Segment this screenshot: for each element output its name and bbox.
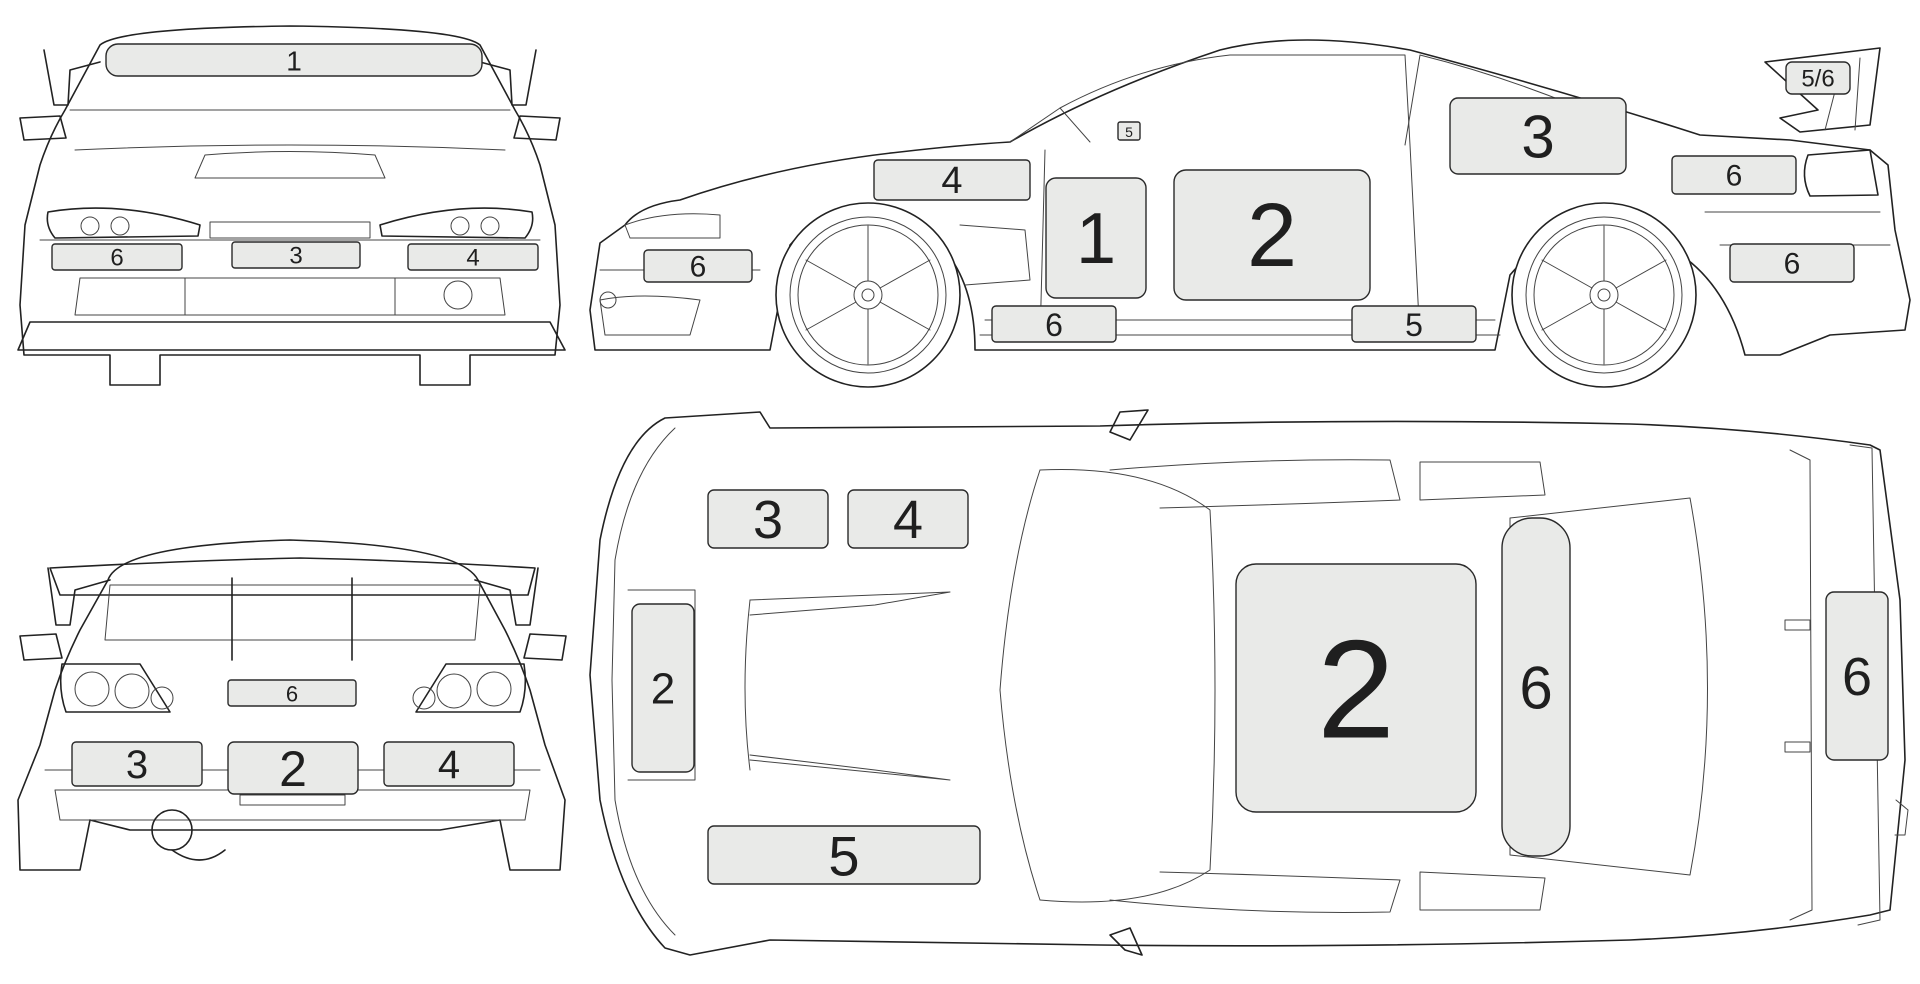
top-zone-5: 6 <box>1501 517 1571 857</box>
zone-box <box>1045 177 1147 299</box>
side-zone-7: 6 <box>1729 243 1855 283</box>
zone-box <box>707 825 981 885</box>
zone-box <box>1449 97 1627 175</box>
zone-label: 1 <box>286 46 302 77</box>
zone-label: 5/6 <box>1801 66 1834 93</box>
rear-zone-0: 6 <box>227 679 357 707</box>
zone-label: 2 <box>651 665 675 714</box>
top-zones: 3 4 2 5 2 6 6 <box>631 489 1889 888</box>
zone-box <box>227 679 357 707</box>
top-zone-1: 4 <box>847 489 969 550</box>
rear-zone-3: 4 <box>383 741 515 787</box>
zone-box <box>1351 305 1477 343</box>
zone-label: 3 <box>126 743 148 787</box>
zone-box <box>631 603 695 773</box>
zone-box <box>383 741 515 787</box>
zone-label: 6 <box>110 245 123 272</box>
zone-box <box>1501 517 1571 857</box>
zone-box <box>847 489 969 549</box>
top-zone-2: 2 <box>631 603 695 773</box>
zone-box <box>1671 155 1797 195</box>
side-view <box>589 39 1911 388</box>
side-zone-6: 6 <box>1671 155 1797 195</box>
zone-label: 6 <box>286 682 298 707</box>
zone-label: 6 <box>1784 248 1801 281</box>
front-wheel <box>775 202 961 388</box>
zone-box <box>707 489 829 549</box>
zone-box <box>1235 563 1477 813</box>
top-zone-6: 6 <box>1825 591 1889 761</box>
top-view <box>589 409 1909 956</box>
zone-label: 1 <box>1076 199 1116 279</box>
zone-box <box>1117 121 1141 141</box>
zone-label: 4 <box>466 245 479 272</box>
rear-zones: 6 3 2 4 <box>71 679 515 797</box>
side-zone-1: 1 <box>1045 177 1147 299</box>
zone-box <box>1825 591 1889 761</box>
top-zone-0: 3 <box>707 489 829 550</box>
zone-label: 3 <box>753 490 783 550</box>
zone-label: 6 <box>1045 307 1063 343</box>
zone-label: 5 <box>1405 307 1423 343</box>
side-zone-10: 5 <box>1117 121 1141 141</box>
side-zone-0: 4 <box>873 159 1031 202</box>
side-zone-4: 6 <box>643 249 753 284</box>
rear-zone-1: 3 <box>71 741 203 787</box>
front-zone-1: 6 <box>51 243 183 272</box>
zone-box <box>1729 243 1855 283</box>
zone-label: 2 <box>1317 611 1395 768</box>
side-zone-8: 5 <box>1351 305 1477 343</box>
zone-label: 6 <box>1519 655 1552 722</box>
zone-label: 2 <box>1247 186 1297 286</box>
zone-box <box>643 249 753 283</box>
zone-box <box>227 741 359 795</box>
zone-box <box>991 305 1117 343</box>
side-zone-3: 3 <box>1449 97 1627 175</box>
front-zone-0: 1 <box>105 43 483 77</box>
zone-label: 2 <box>279 741 307 797</box>
side-zone-9: 5/6 <box>1785 61 1851 95</box>
front-view <box>17 25 566 386</box>
zone-box <box>873 159 1031 201</box>
zone-label: 3 <box>1521 104 1554 171</box>
zone-box <box>231 241 361 269</box>
zone-box <box>1173 169 1371 301</box>
top-zone-4: 2 <box>1235 563 1477 813</box>
zone-label: 3 <box>289 243 302 270</box>
zone-label: 6 <box>1726 160 1743 193</box>
side-zone-5: 6 <box>991 305 1117 343</box>
front-zone-2: 3 <box>231 241 361 270</box>
zone-label: 5 <box>1125 124 1133 140</box>
zone-box <box>71 741 203 787</box>
zone-label: 6 <box>690 251 707 284</box>
rear-wheel <box>1511 202 1697 388</box>
zone-box <box>105 43 483 77</box>
zone-label: 4 <box>893 490 923 550</box>
zone-label: 4 <box>941 160 962 202</box>
side-zones: 4 1 2 3 6 6 6 6 5 5/6 5 <box>643 61 1855 343</box>
zone-label: 5 <box>828 825 859 888</box>
zone-box <box>1785 61 1851 95</box>
front-zone-3: 4 <box>407 243 539 272</box>
top-zone-3: 5 <box>707 825 981 888</box>
zone-label: 6 <box>1842 647 1872 707</box>
side-zone-2: 2 <box>1173 169 1371 301</box>
rear-zone-2: 2 <box>227 741 359 797</box>
zone-label: 4 <box>438 743 460 787</box>
zone-box <box>51 243 183 271</box>
zone-box <box>407 243 539 271</box>
